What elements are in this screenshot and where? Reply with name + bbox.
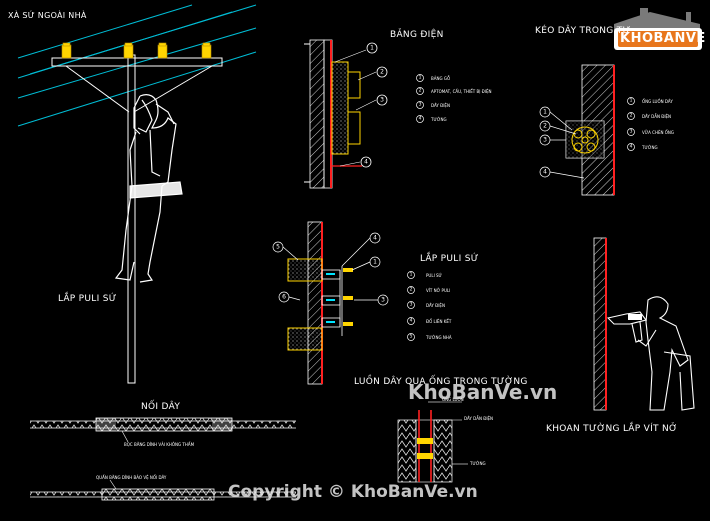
logo-text: KHOBANVE bbox=[620, 31, 706, 46]
lap-puli-callout-number: 6 bbox=[282, 294, 286, 301]
lp-legend-1: PULI SỨ bbox=[426, 273, 442, 278]
bd-legend-3: DÂY ĐIỆN bbox=[431, 103, 450, 108]
drill-icon bbox=[606, 296, 695, 411]
device-box-1 bbox=[347, 71, 361, 99]
title-keo-day: KÉO DÂY TRONG TƯ bbox=[535, 26, 631, 36]
wire-in-wall-detail bbox=[539, 64, 635, 196]
conduit-through-wall-detail bbox=[397, 401, 468, 483]
lp-legend-3: DÂY ĐIỆN bbox=[426, 303, 445, 308]
wood-board bbox=[331, 61, 349, 155]
label-noi-day-1: BỌC BĂNG DÍNH VẢI KHÔNG THẤM bbox=[124, 442, 195, 447]
title-noi-day: NỐI DÂY bbox=[141, 402, 181, 412]
bang-dien-callout-number: 2 bbox=[380, 69, 384, 76]
bang-dien-callout-number: 1 bbox=[370, 45, 374, 52]
title-xa-su: XÀ SỨ NGOÀI NHÀ bbox=[8, 11, 87, 20]
keo-day-legend-number: 2 bbox=[630, 113, 633, 119]
bang-dien-legend-number: 4 bbox=[419, 116, 422, 122]
splice-top bbox=[30, 417, 296, 443]
keo-day-legend-number: 3 bbox=[630, 129, 633, 135]
watermark-copyright: Copyright © KhoBanVe.vn bbox=[228, 482, 478, 502]
cross-arm bbox=[51, 57, 223, 67]
label-ong-luon: ỐNG LUỒN bbox=[442, 397, 464, 402]
lap-puli-legend-number: 4 bbox=[410, 318, 413, 324]
wire-splice-detail bbox=[30, 417, 296, 501]
conduit-wires bbox=[571, 126, 599, 154]
bang-dien-legend-number: 2 bbox=[419, 88, 422, 94]
keo-day-callout-number: 2 bbox=[543, 123, 547, 130]
lp-legend-5: TƯỜNG NHÀ bbox=[426, 335, 452, 340]
splice-bottom bbox=[30, 479, 296, 501]
keo-day-legend-number: 4 bbox=[630, 144, 633, 150]
bd-legend-4: TƯỜNG bbox=[431, 117, 447, 122]
electrical-panel-detail bbox=[304, 39, 424, 189]
pulleys bbox=[321, 266, 343, 336]
lineman-figure bbox=[114, 94, 183, 283]
bang-dien-legend-number: 1 bbox=[419, 75, 422, 81]
wall-hatch bbox=[309, 39, 325, 189]
electric-pole bbox=[127, 54, 136, 384]
bang-dien-callout-number: 4 bbox=[364, 159, 368, 166]
kd-legend-4: TƯỜNG bbox=[642, 145, 658, 150]
drilling-worker-detail bbox=[593, 237, 695, 411]
keo-day-callout-number: 3 bbox=[543, 137, 547, 144]
keo-day-callout-number: 1 bbox=[543, 109, 547, 116]
lap-puli-legend-number: 2 bbox=[410, 287, 413, 293]
lap-puli-legend-number: 5 bbox=[410, 334, 413, 340]
overhead-wires bbox=[17, 4, 257, 127]
kd-legend-3: VỮA CHÈN ỐNG bbox=[642, 130, 675, 135]
keo-day-legend-number: 1 bbox=[630, 98, 633, 104]
title-lap-puli-left: LẮP PULI SỨ bbox=[58, 294, 117, 304]
label-tuong: TƯỜNG bbox=[470, 461, 486, 466]
watermark-mid: KhoBanVe.vn bbox=[408, 380, 558, 404]
bd-legend-2: APTOMAT, CẦU, THIẾT BỊ ĐIỆN bbox=[431, 89, 492, 94]
pulley-insulator-detail bbox=[272, 221, 415, 385]
kd-legend-1: ỐNG LUỒN DÂY bbox=[642, 99, 673, 104]
kd-legend-2: DÂY DẪN ĐIỆN bbox=[642, 114, 672, 119]
title-lap-puli-mid: LẮP PULI SỨ bbox=[420, 254, 479, 264]
lap-puli-callout-number: 1 bbox=[373, 259, 377, 266]
bang-dien-legend-number: 3 bbox=[419, 102, 422, 108]
bd-legend-1: BẢNG GỖ bbox=[431, 76, 451, 81]
lap-puli-legend-number: 3 bbox=[410, 302, 413, 308]
bang-dien-callout-number: 3 bbox=[380, 97, 384, 104]
lap-puli-legend-number: 1 bbox=[410, 272, 413, 278]
lap-puli-callout-number: 4 bbox=[373, 235, 377, 242]
insulators bbox=[61, 42, 212, 59]
keo-day-callout-number: 4 bbox=[543, 169, 547, 176]
bang-dien-callouts bbox=[360, 42, 388, 168]
lp-legend-2: VÍT NỞ PULI bbox=[426, 288, 451, 293]
wood-blocks bbox=[287, 258, 323, 351]
title-bang-dien: BẢNG ĐIỆN bbox=[390, 30, 444, 40]
device-box-2 bbox=[347, 111, 361, 145]
khobanve-logo bbox=[614, 8, 702, 50]
label-noi-day-2: QUẤN BĂNG DÍNH BẢO VỆ NỐI DÂY bbox=[96, 475, 167, 480]
overhead-line-scene bbox=[17, 4, 257, 384]
title-khoan-tuong: KHOAN TƯỜNG LẮP VÍT NỞ bbox=[546, 424, 678, 434]
label-day-dan: DÂY DẪN ĐIỆN bbox=[464, 416, 494, 421]
title-luon-day: LUỒN DÂY QUA ỐNG TRONG TƯỜNG bbox=[354, 377, 528, 387]
lp-legend-4: ĐỐ LIÊN KẾT bbox=[426, 319, 452, 324]
lap-puli-callout-number: 3 bbox=[381, 297, 385, 304]
lap-puli-callout-number: 5 bbox=[276, 244, 280, 251]
